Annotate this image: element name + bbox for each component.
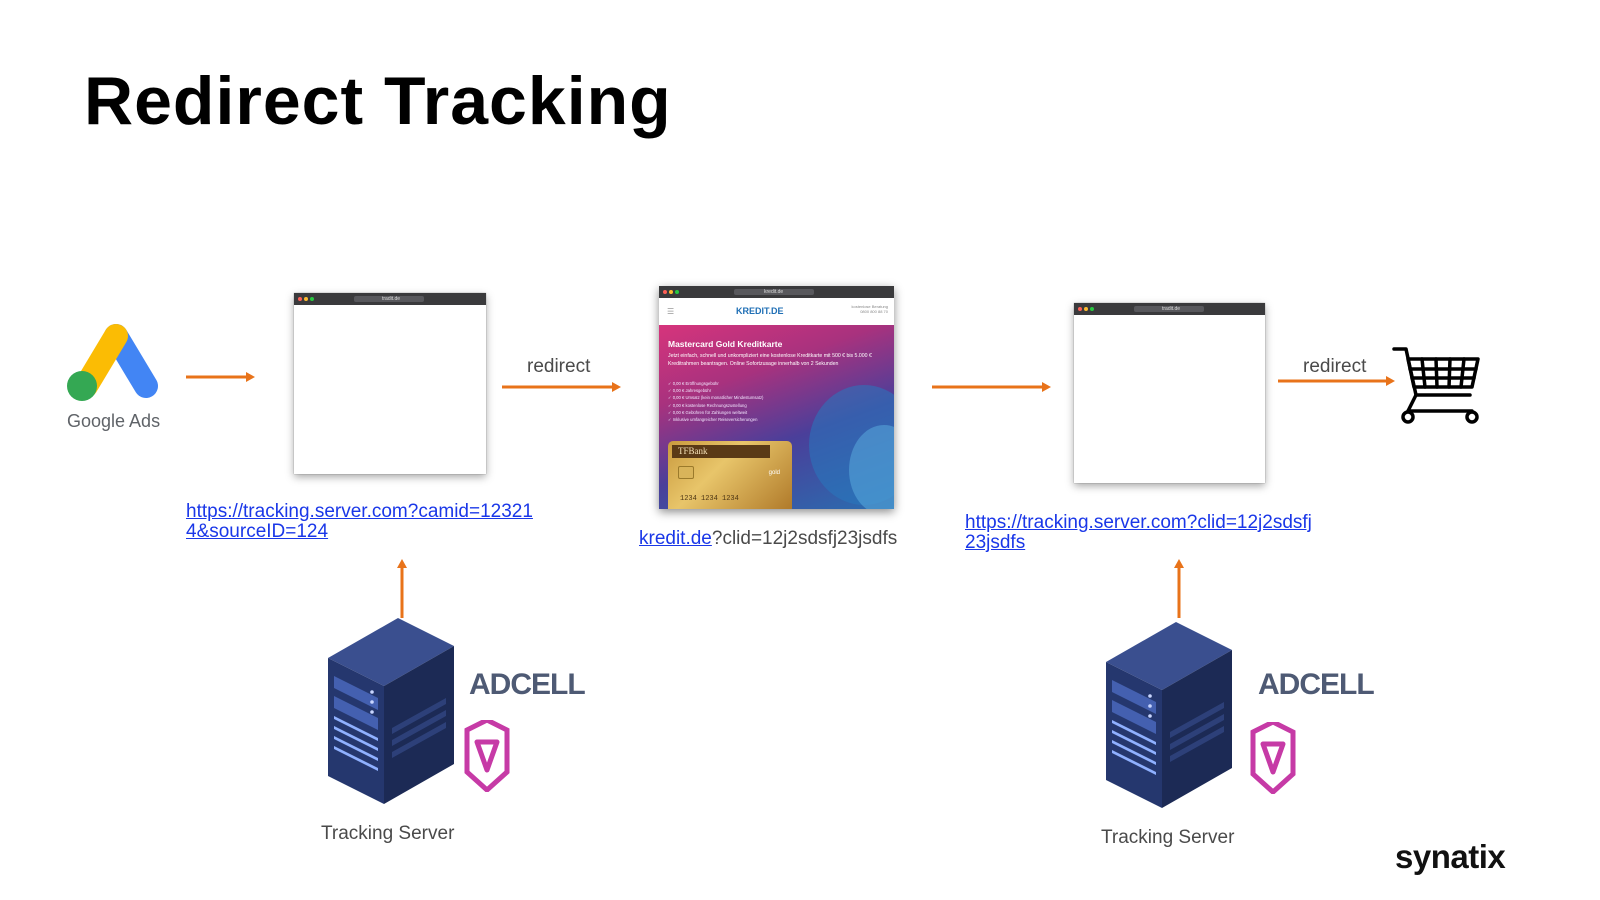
kredit-features: ✓ 0,00 € Eröffnungsgebühr ✓ 0,00 € Jahre… xyxy=(668,380,763,423)
landing-url-params: ?clid=12j2sdsfj23jsdfs xyxy=(711,528,898,549)
browser-url: kredit.de xyxy=(764,289,784,295)
tracking-url-2[interactable]: https://tracking.server.com?clid=12j2sds… xyxy=(965,513,1312,553)
menu-icon[interactable]: ☰ xyxy=(667,307,675,316)
google-ads-label: Google Ads xyxy=(67,411,161,431)
feature-item: ✓ 0,00 € Eröffnungsgebühr xyxy=(668,381,719,386)
browser-toolbar: kredit.de xyxy=(659,286,894,298)
card-bank-name: TFBank xyxy=(672,445,770,458)
tracking-url-1-line2[interactable]: 4&sourceID=124 xyxy=(186,521,329,542)
vendor-shield-icon-2 xyxy=(1250,722,1296,794)
page-title: Redirect Tracking xyxy=(84,63,672,139)
landing-url-link[interactable]: kredit.de xyxy=(639,528,712,549)
tracking-server-caption-2: Tracking Server xyxy=(1101,827,1235,848)
landing-url: kredit.de?clid=12j2sdsfj23jsdfs xyxy=(639,528,897,550)
kredit-headline: Mastercard Gold Kreditkarte xyxy=(668,339,783,349)
card-number: 1234 1234 1234 xyxy=(680,495,739,503)
redirect-label-1: redirect xyxy=(527,356,591,377)
google-ads-logo xyxy=(66,320,161,402)
arrow-server-2-up xyxy=(1174,559,1184,618)
feature-item: ✓ Inklusive umfangreicher Reiseversicher… xyxy=(668,417,758,423)
kredit-page: kredit.de ☰ KREDIT.DE kostenlose Beratun… xyxy=(659,286,894,509)
redirect-arrow-2 xyxy=(1278,376,1395,386)
tracking-browser-window-1: tradit.de xyxy=(294,293,486,474)
server-icon-2 xyxy=(1106,622,1232,808)
feature-item: ✓ 0,00 € kostenlose Rechnungszustellung xyxy=(668,402,747,408)
tracking-browser-window-2: tradit.de xyxy=(1074,303,1265,483)
tracking-url-1-line1[interactable]: https://tracking.server.com?camid=12321 xyxy=(186,501,533,522)
kredit-intro: Jetzt einfach, schnell und unkompliziert… xyxy=(668,353,872,367)
redirect-arrow-1 xyxy=(502,382,621,392)
arrow-ads-to-tracking xyxy=(186,372,255,382)
card-chip-icon xyxy=(678,466,694,479)
synatix-logo: synatix xyxy=(1395,838,1506,875)
feature-item: ✓ 0,00 € Jahresgebühr xyxy=(668,388,712,394)
feature-item: ✓ 0,00 € Gebühren für Zahlungen weltweit xyxy=(668,409,748,415)
adcell-logo-1: ADCELL xyxy=(469,668,586,701)
card-type: gold xyxy=(768,470,780,476)
vendor-shield-icon-1 xyxy=(464,720,510,792)
feature-item: ✓ 0,00 € Umsatz (kein monatlicher Mindes… xyxy=(668,395,764,401)
redirect-label-2: redirect xyxy=(1303,356,1367,377)
tracking-url-2-line2[interactable]: 23jsdfs xyxy=(965,532,1026,553)
kredit-logo: KREDIT.DE xyxy=(736,306,784,316)
kredit-hero: Mastercard Gold Kreditkarte Jetzt einfac… xyxy=(659,325,894,509)
kredit-header: ☰ KREDIT.DE kostenlose Beratung 0800 800… xyxy=(659,298,894,326)
adcell-logo-2: ADCELL xyxy=(1258,668,1375,701)
browser-url: tradit.de xyxy=(1162,306,1181,312)
kredit-hotline: kostenlose Beratung 0800 800 88 70 xyxy=(851,304,888,314)
tracking-url-2-line1[interactable]: https://tracking.server.com?clid=12j2sds… xyxy=(965,512,1312,533)
credit-card-image: TFBank gold 1234 1234 1234 xyxy=(668,441,792,509)
server-icon-1 xyxy=(328,618,454,804)
arrow-landing-to-tracking xyxy=(932,382,1051,392)
browser-toolbar: tradit.de xyxy=(1074,303,1265,315)
browser-toolbar: tradit.de xyxy=(294,293,486,305)
shopping-cart-icon xyxy=(1392,347,1480,424)
tracking-server-caption-1: Tracking Server xyxy=(321,823,455,844)
browser-url: tradit.de xyxy=(382,296,401,302)
arrow-server-1-up xyxy=(397,559,407,618)
tracking-url-1[interactable]: https://tracking.server.com?camid=12321 … xyxy=(186,502,533,542)
google-ads-icon xyxy=(67,324,158,401)
